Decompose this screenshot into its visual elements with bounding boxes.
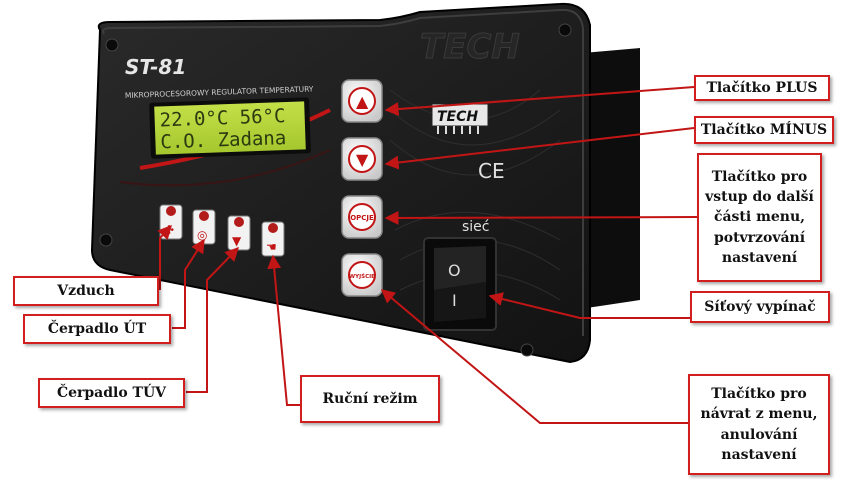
opcje-label: OPCJE <box>350 214 374 222</box>
switch-label: sieć <box>462 219 490 235</box>
chip-logo-text: TECH <box>437 109 478 125</box>
callout-manual-text: Ruční režim <box>322 390 418 407</box>
button-minus[interactable]: ▼ <box>341 137 383 181</box>
callout-air-text: Vzduch <box>57 282 115 299</box>
model-name: ST-81 <box>125 55 186 79</box>
callout-menu-next: Tlačítko pro vstup do další části menu, … <box>697 153 822 282</box>
embossed-brand-logo: TECH <box>420 27 520 67</box>
power-switch[interactable]: O I <box>423 237 497 331</box>
screw-bottom-left <box>99 233 113 247</box>
led-pump-tuv: ▼ <box>227 215 251 251</box>
connector-pump-tuv <box>186 246 239 393</box>
callout-plus-text: Tlačítko PLUS <box>706 79 818 96</box>
connector-plus <box>384 86 695 117</box>
tap-icon: ▼ <box>232 234 242 248</box>
callout-pump-ut: Čerpadlo ÚT <box>23 314 171 344</box>
callout-pump-tuv: Čerpadlo TÚV <box>38 378 185 408</box>
led-manual: ☚ <box>261 221 285 257</box>
connector-minus <box>384 127 695 170</box>
arrow-up-icon: ▲ <box>356 92 369 111</box>
connector-pump-ut <box>172 238 205 329</box>
switch-off-symbol: O <box>448 261 461 280</box>
connector-power-switch <box>488 292 690 319</box>
callout-menu-next-text: Tlačítko pro vstup do další části menu, … <box>705 168 814 266</box>
button-opcje[interactable]: OPCJE <box>341 195 383 239</box>
indicator-leds: ✣ ◎ ▼ ☚ <box>159 204 285 257</box>
accent-shadow-line <box>119 149 331 187</box>
callout-air: Vzduch <box>13 276 159 306</box>
panel-bevel <box>102 8 584 336</box>
connector-menu-back <box>380 289 688 424</box>
hand-icon: ☚ <box>266 240 277 254</box>
tech-chip-logo: TECH <box>431 103 489 134</box>
screw-bottom-right <box>520 343 534 357</box>
callout-minus-text: Tlačítko MÍNUS <box>700 121 828 138</box>
screw-top-left <box>105 38 119 52</box>
ce-mark: CE <box>478 159 505 183</box>
button-wyjscie[interactable]: WYJŚCIE <box>341 253 383 297</box>
led-pump-ut: ◎ <box>192 209 216 245</box>
wyjscie-label: WYJŚCIE <box>349 273 375 280</box>
callout-menu-back-text: Tlačítko pro návrat z menu, anulování na… <box>700 385 818 463</box>
callout-manual: Ruční režim <box>300 375 440 423</box>
callout-power-switch-text: Síťový vypínač <box>704 298 816 315</box>
lcd-line-2: C.O. Zadana <box>160 127 287 153</box>
fan-icon: ✣ <box>164 223 174 237</box>
lcd-screen <box>154 101 306 155</box>
arrow-down-icon: ▼ <box>356 150 369 169</box>
screw-top-right <box>558 23 572 37</box>
lcd-line-1: 22.0°C 56°C <box>159 105 286 131</box>
switch-on-symbol: I <box>452 291 457 310</box>
pump-icon: ◎ <box>197 228 207 242</box>
connector-manual <box>267 254 300 406</box>
callout-menu-back: Tlačítko pro návrat z menu, anulování na… <box>688 374 830 475</box>
connector-lines <box>157 86 698 424</box>
callout-plus: Tlačítko PLUS <box>694 75 830 101</box>
callout-pump-tuv-text: Čerpadlo TÚV <box>56 384 167 401</box>
connector-air <box>157 224 172 290</box>
callout-power-switch: Síťový vypínač <box>690 291 830 323</box>
callout-pump-ut-text: Čerpadlo ÚT <box>47 320 147 337</box>
callout-minus: Tlačítko MÍNUS <box>694 116 834 144</box>
button-plus[interactable]: ▲ <box>341 79 383 123</box>
connector-menu-next <box>384 210 698 225</box>
